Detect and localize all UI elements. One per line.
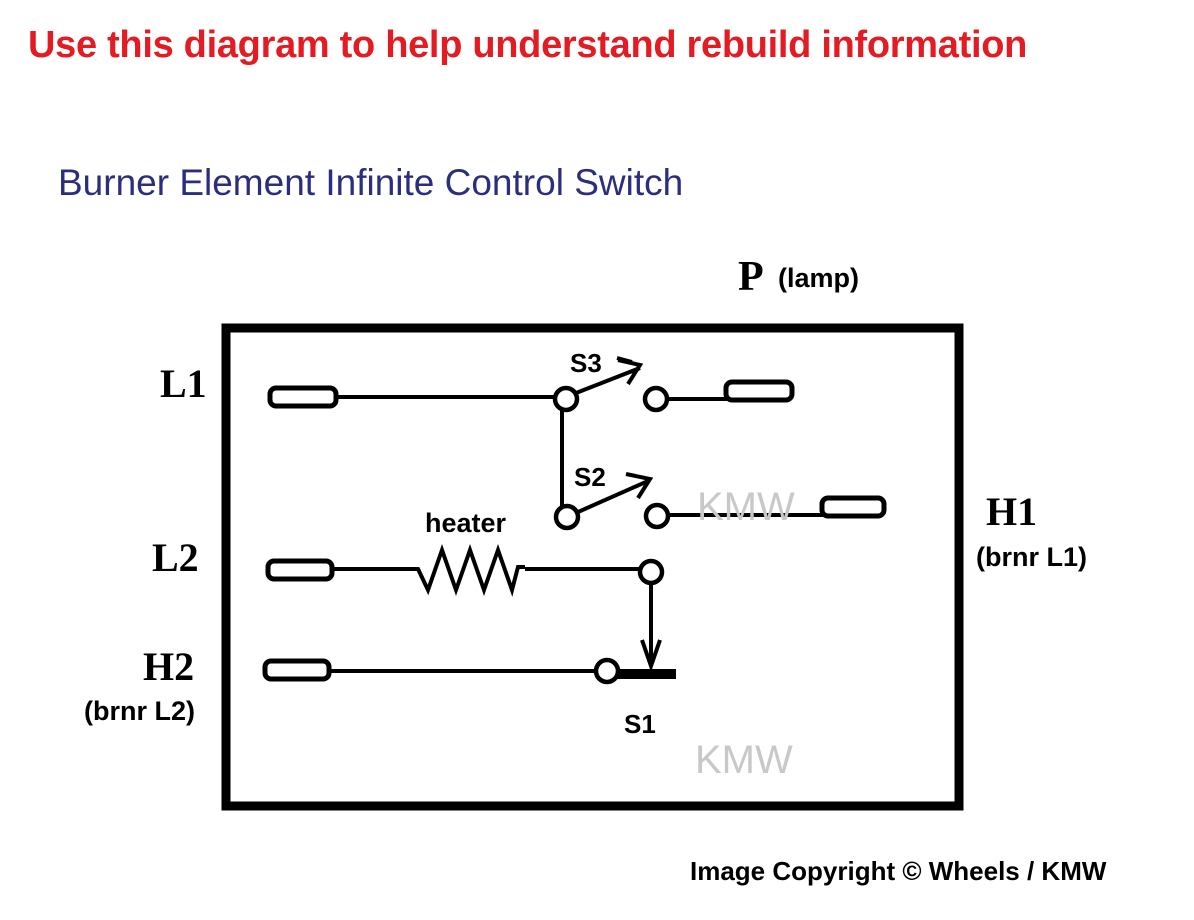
label-heater: heater xyxy=(425,508,507,538)
copyright-notice: Image Copyright © Wheels / KMW xyxy=(690,856,1107,886)
s1-common-node xyxy=(637,558,665,586)
s2-arrowhead xyxy=(625,472,654,500)
s2-common-node xyxy=(553,503,581,531)
terminal-l2 xyxy=(265,558,335,582)
diagram-title: Burner Element Infinite Control Switch xyxy=(58,162,684,203)
s2-blade xyxy=(577,479,649,514)
label-h1-sub: (brnr L1) xyxy=(976,542,1087,572)
s3-contact-node xyxy=(642,385,670,413)
label-p: P xyxy=(738,254,764,300)
page-heading: Use this diagram to help understand rebu… xyxy=(28,24,1028,66)
terminal-h2 xyxy=(262,658,332,682)
heater-resistor xyxy=(412,543,525,597)
terminal-p xyxy=(723,379,795,403)
s1-contact-bar xyxy=(617,669,676,679)
watermark: KMW xyxy=(697,485,795,529)
s3-blade xyxy=(575,366,641,395)
label-p-sub: (lamp) xyxy=(778,263,859,293)
watermark: KMW xyxy=(695,738,793,782)
label-h2: H2 xyxy=(143,644,194,689)
label-s2: S2 xyxy=(574,462,606,492)
label-l2: L2 xyxy=(152,535,199,580)
switch-housing xyxy=(221,323,964,811)
label-h1: H1 xyxy=(986,489,1037,534)
s1-contact-node xyxy=(593,657,621,685)
s2-contact-node xyxy=(643,502,671,530)
label-l1: L1 xyxy=(160,361,207,406)
terminal-l1 xyxy=(267,385,339,409)
terminal-h1 xyxy=(819,495,887,519)
s1-arrowhead xyxy=(640,639,662,673)
s3-common-node xyxy=(552,385,580,413)
label-s3: S3 xyxy=(570,348,602,378)
label-s1: S1 xyxy=(624,709,656,739)
s3-arrow-tick xyxy=(616,356,633,364)
label-h2-sub: (brnr L2) xyxy=(84,696,195,726)
